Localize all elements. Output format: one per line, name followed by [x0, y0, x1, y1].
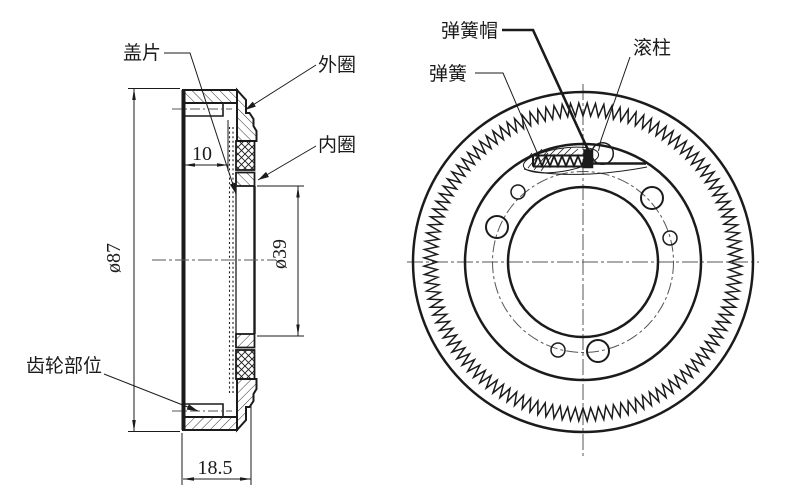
arrowhead — [132, 420, 136, 432]
dim-text-width: 18.5 — [198, 457, 233, 479]
large-hole — [586, 339, 610, 363]
large-hole — [485, 215, 509, 239]
label-spring-cap: 弹簧帽 — [441, 20, 498, 42]
outer-ring-section — [236, 87, 258, 142]
spring-pocket-assembly — [522, 141, 648, 175]
gear-teeth-ring — [421, 100, 745, 424]
leader-cover-plate — [164, 52, 237, 195]
dimension-outer-diameter: ø87 — [103, 88, 180, 432]
dimension-bore-diameter: ø39 — [257, 185, 304, 337]
dim-text-od: ø87 — [103, 243, 125, 273]
bolt-circle-centerline — [492, 171, 674, 353]
front-view-callouts: 弹簧帽 弹簧 滚柱 — [429, 20, 671, 158]
spring-pocket-outline — [522, 146, 600, 174]
leader-inner-ring — [257, 145, 317, 181]
spring-coil — [533, 153, 586, 169]
gear-rim-section — [182, 89, 238, 104]
small-hole — [550, 342, 566, 358]
arrowhead — [240, 477, 251, 481]
dimension-rim-width: 10 — [184, 120, 229, 171]
label-spring: 弹簧 — [429, 63, 467, 85]
small-hole — [662, 230, 678, 246]
sectional-view: ø87 10 ø39 18.5 — [26, 42, 356, 485]
leader-roller — [598, 56, 631, 152]
label-roller: 滚柱 — [633, 37, 671, 59]
arrowhead — [184, 163, 195, 167]
dimension-overall-width: 18.5 — [181, 404, 252, 485]
outer-rim-circle — [411, 90, 755, 434]
label-outer-ring: 外圈 — [318, 54, 356, 76]
left-view-callouts: 盖片 外圈 内圈 齿轮部位 — [26, 42, 356, 412]
leader-gear-section — [103, 373, 199, 412]
arrowhead — [296, 324, 300, 336]
leader-spring — [475, 72, 540, 158]
dim-text-bore: ø39 — [269, 239, 291, 269]
dim-text-rim-width: 10 — [192, 143, 212, 165]
inner-ring-section-lower — [235, 171, 256, 187]
inner-ring-section-upper — [235, 140, 256, 171]
label-gear-section: 齿轮部位 — [26, 355, 102, 377]
leader-spring-cap — [502, 28, 590, 152]
front-view: 弹簧帽 弹簧 滚柱 — [407, 20, 759, 458]
bolt-holes — [485, 184, 678, 363]
arrowhead — [183, 477, 194, 481]
leader-outer-ring — [244, 64, 317, 111]
arrowhead — [296, 186, 300, 198]
label-inner-ring: 内圈 — [318, 134, 356, 156]
small-hole — [510, 184, 526, 200]
cam-recess-line — [523, 166, 648, 175]
arrowhead — [217, 163, 228, 167]
arrowhead — [132, 88, 136, 100]
clutch-cavity-circle — [463, 142, 703, 382]
bore-circle — [506, 185, 660, 339]
label-cover-plate: 盖片 — [123, 42, 161, 64]
large-hole — [640, 186, 664, 210]
